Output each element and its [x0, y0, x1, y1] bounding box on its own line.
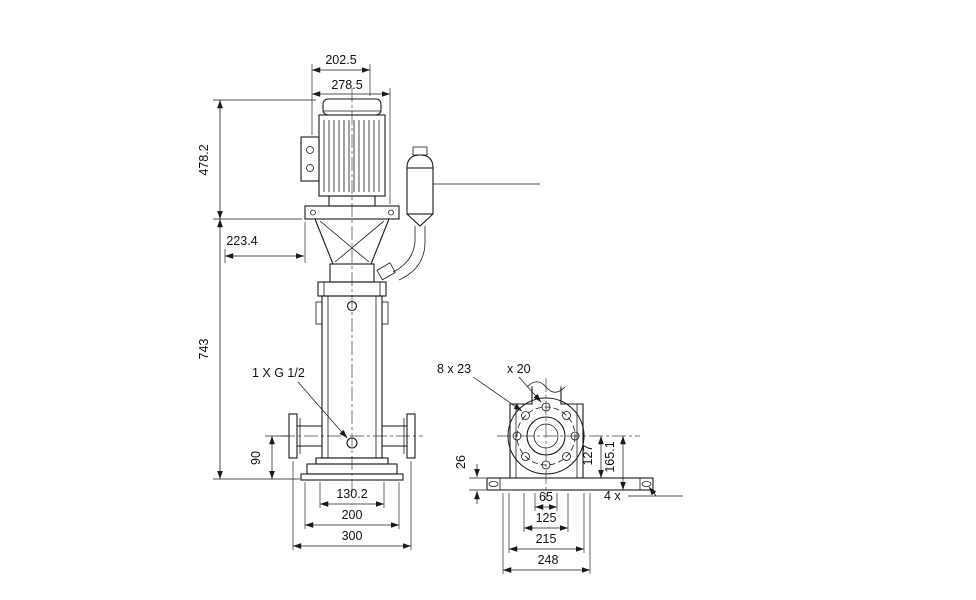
base-plate-side [486, 477, 654, 491]
side-dimensions: 8 x 23 x 20 26 127 165.1 65 [437, 362, 683, 574]
dim-base-outer: 300 [342, 529, 363, 543]
dim-base-65: 65 [539, 490, 553, 504]
staybolt-clip-left [315, 301, 323, 325]
dim-pump-height: 743 [197, 339, 211, 360]
dim-center-to-base-top: 127 [581, 445, 595, 466]
side-view: 8 x 23 x 20 26 127 165.1 65 [437, 362, 683, 574]
vessel-cap [412, 146, 428, 156]
dim-motor-top-width: 202.5 [325, 53, 356, 67]
flange-face [507, 397, 585, 475]
front-view: 202.5 278.5 478.2 223.4 743 1 X G 1/2 [197, 53, 540, 550]
pipe-union [376, 262, 396, 281]
motor-stool [314, 218, 390, 265]
bolt-depth-note: x 20 [507, 362, 531, 376]
dim-base-215: 215 [536, 532, 557, 546]
dim-head-width: 223.4 [226, 234, 257, 248]
dim-drain-height: 90 [249, 451, 263, 465]
slots-note: 4 x [604, 489, 621, 503]
dim-base-125: 125 [536, 511, 557, 525]
dim-motor-outer-width: 278.5 [331, 78, 362, 92]
mounting-plate [304, 205, 400, 220]
discharge-flange [381, 413, 416, 459]
terminal-box [300, 136, 320, 182]
dim-base-inner: 130.2 [336, 487, 367, 501]
bolt-holes-note: 8 x 23 [437, 362, 471, 376]
staybolt-clip-right [381, 301, 389, 325]
dim-base-248: 248 [538, 553, 559, 567]
dim-base-mid: 200 [342, 508, 363, 522]
port-note: 1 X G 1/2 [252, 366, 305, 380]
dim-motor-height: 478.2 [197, 144, 211, 175]
suction-flange [288, 413, 323, 459]
dim-center-to-base-bottom: 165.1 [603, 441, 617, 472]
pump-body-side [509, 403, 584, 479]
bolt-slot-left [488, 481, 499, 487]
motor [300, 98, 400, 220]
drain-plug [346, 437, 358, 449]
air-vessel [376, 146, 540, 281]
bolt-holes [512, 402, 580, 470]
dim-base-thickness: 26 [454, 455, 468, 469]
motor-fins [323, 120, 380, 192]
front-dimensions: 202.5 278.5 478.2 223.4 743 1 X G 1/2 [197, 53, 412, 550]
priming-plug [346, 300, 358, 312]
pump-base [300, 457, 404, 481]
bolt-slot-right [641, 481, 652, 487]
